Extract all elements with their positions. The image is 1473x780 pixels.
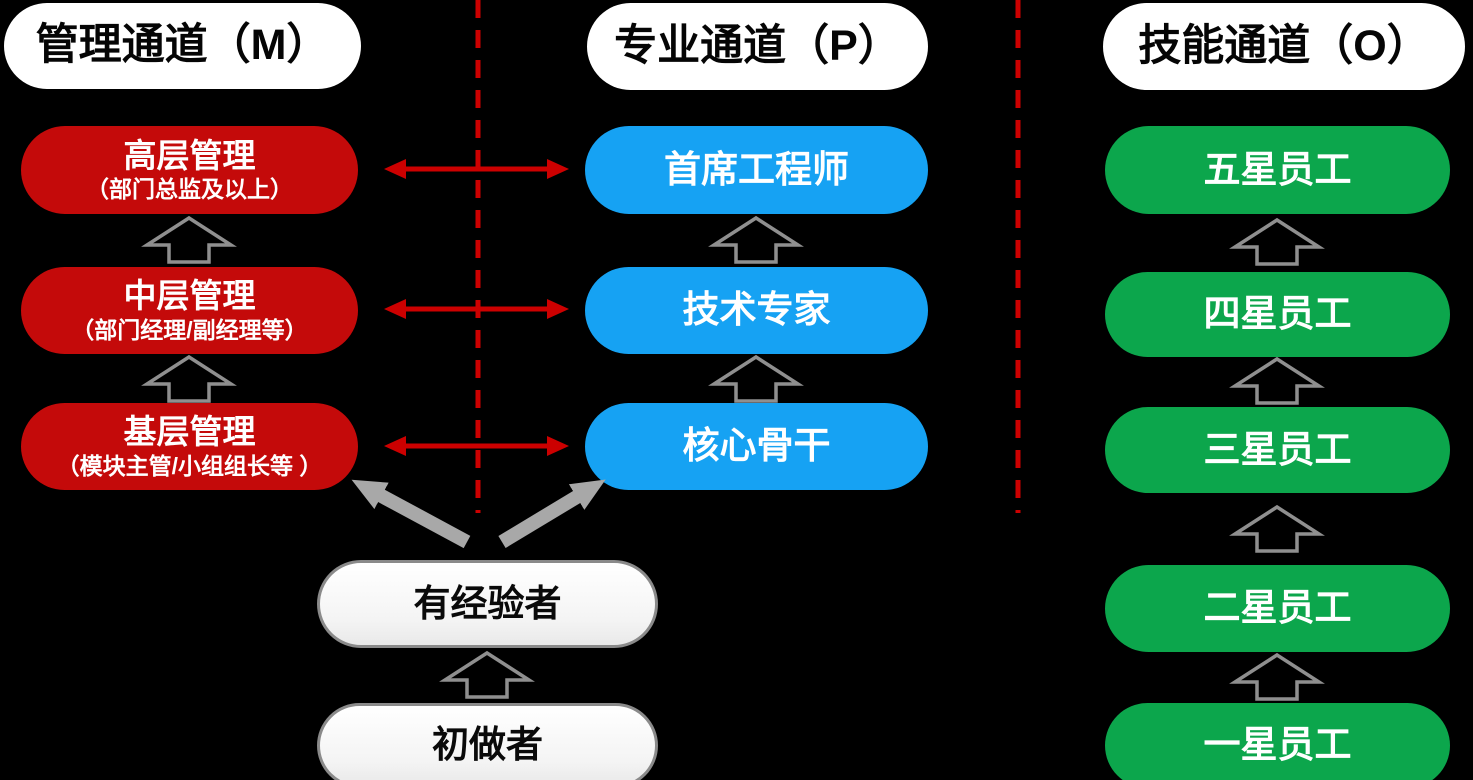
promotion-arrow-o4 xyxy=(1233,653,1321,701)
node-chief-engineer: 首席工程师 xyxy=(585,126,928,214)
promotion-arrow-o1 xyxy=(1233,218,1321,266)
entry-to-management-arrow xyxy=(351,479,471,549)
entry-to-professional-arrow xyxy=(498,479,606,548)
node-five-star: 五星员工 xyxy=(1105,126,1450,214)
node-core-backbone: 核心骨干 xyxy=(585,403,928,490)
promotion-arrow-p1 xyxy=(712,216,800,264)
node-title: 基层管理 xyxy=(123,413,256,451)
node-subtitle: （部门经理/副经理等） xyxy=(71,316,308,343)
header-professional-channel: 专业通道（P） xyxy=(587,3,928,90)
node-one-star: 一星员工 xyxy=(1105,703,1450,780)
promotion-arrow-o2 xyxy=(1233,357,1321,405)
node-four-star: 四星员工 xyxy=(1105,272,1450,357)
promotion-arrow-entry xyxy=(443,651,531,699)
promotion-arrow-p2 xyxy=(712,355,800,403)
node-two-star: 二星员工 xyxy=(1105,565,1450,652)
node-technical-expert: 技术专家 xyxy=(585,267,928,354)
promotion-arrow-m1 xyxy=(145,216,233,264)
node-title: 中层管理 xyxy=(123,277,256,315)
node-three-star: 三星员工 xyxy=(1105,407,1450,493)
header-management-channel: 管理通道（M） xyxy=(4,3,361,89)
node-experienced: 有经验者 xyxy=(317,560,658,648)
node-middle-management: 中层管理 （部门经理/副经理等） xyxy=(21,267,358,354)
node-subtitle: （模块主管/小组组长等 ） xyxy=(56,452,323,479)
transfer-double-arrow-level1 xyxy=(384,159,569,179)
node-subtitle: （部门总监及以上） xyxy=(86,176,293,202)
node-base-management: 基层管理 （模块主管/小组组长等 ） xyxy=(21,403,358,490)
promotion-arrow-m2 xyxy=(145,355,233,403)
node-beginner: 初做者 xyxy=(317,703,658,780)
node-senior-management: 高层管理 （部门总监及以上） xyxy=(21,126,358,214)
header-skill-channel: 技能通道（O） xyxy=(1103,3,1465,90)
transfer-double-arrow-level3 xyxy=(384,436,569,456)
promotion-arrow-o3 xyxy=(1233,505,1321,553)
node-title: 高层管理 xyxy=(123,136,256,174)
transfer-double-arrow-level2 xyxy=(384,299,569,319)
